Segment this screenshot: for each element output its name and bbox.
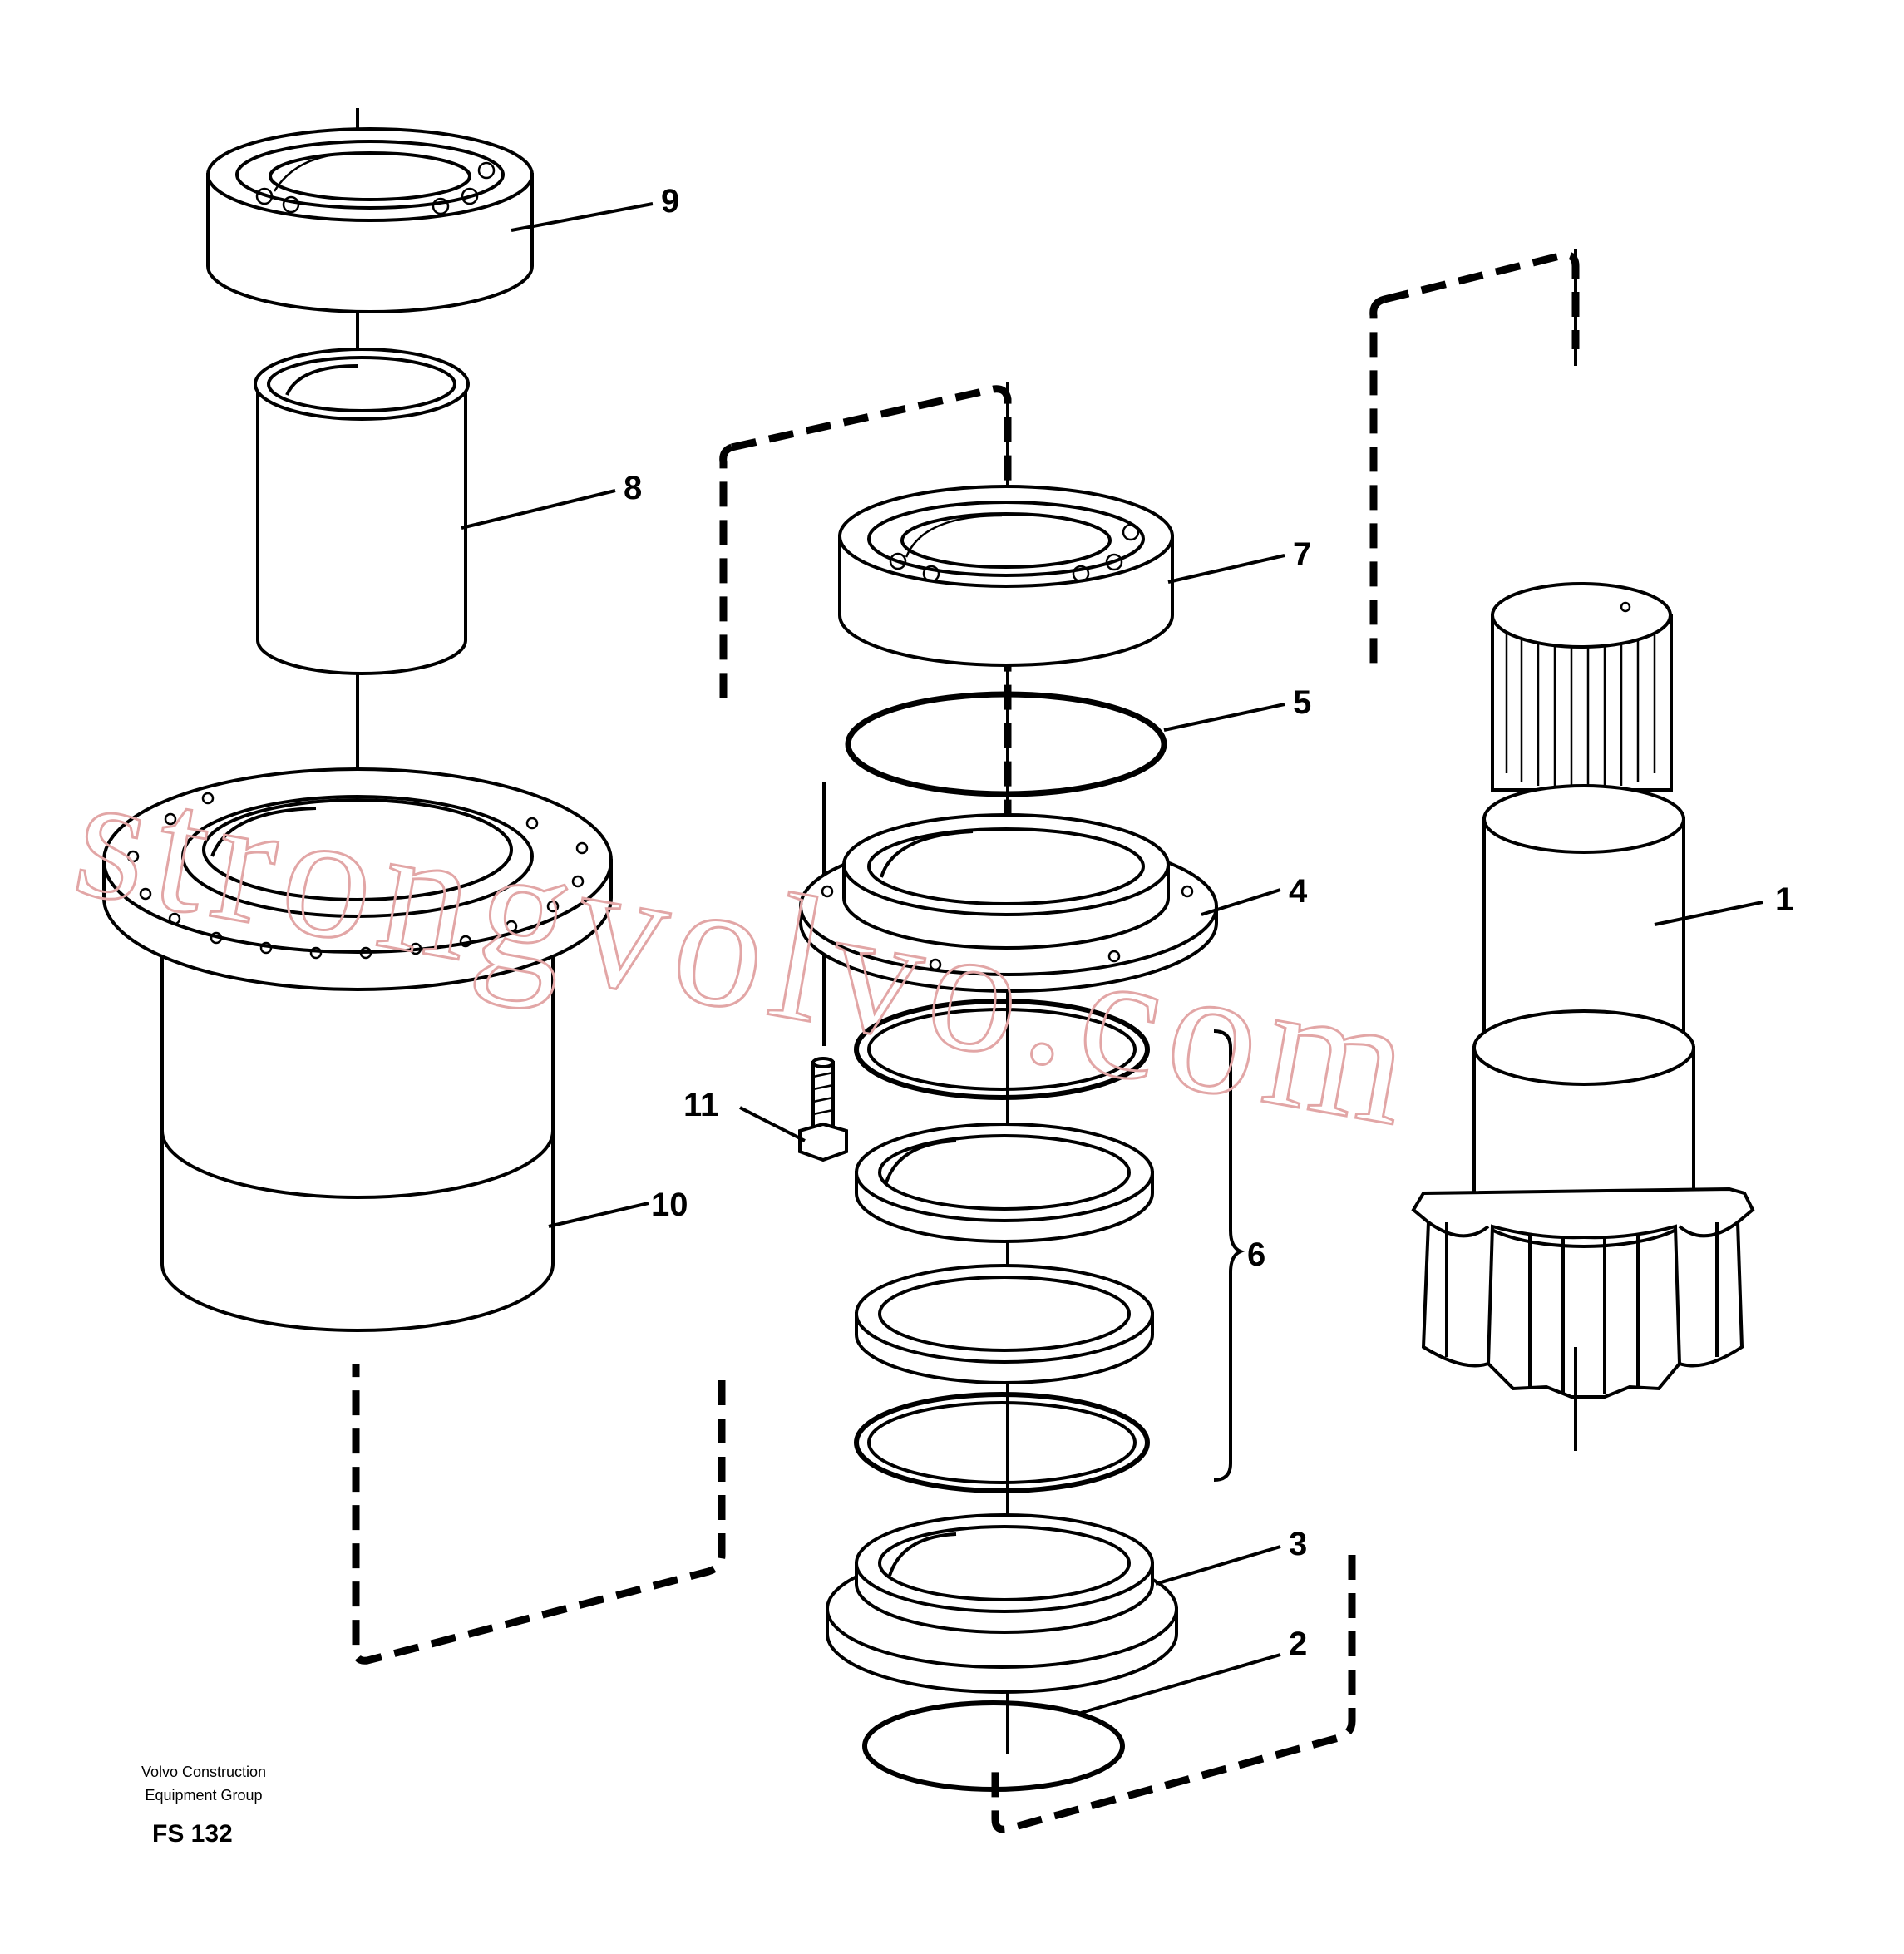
part-5-ring: [845, 691, 1167, 797]
callout-numbers: 1 2 3 4 5 6 7 8 9 10 11: [624, 183, 1793, 1662]
callout-4: 4: [1289, 873, 1308, 910]
footer: Volvo Construction Equipment Group FS 13…: [141, 1764, 266, 1848]
callout-11: 11: [683, 1087, 718, 1123]
callout-7: 7: [1293, 536, 1311, 573]
footer-company-line2: Equipment Group: [145, 1787, 262, 1804]
callout-9: 9: [661, 183, 679, 220]
callout-8: 8: [624, 470, 642, 506]
part-2-o-ring: [862, 1700, 1125, 1792]
part-11-bolt: [798, 1057, 848, 1162]
callout-1: 1: [1775, 881, 1793, 918]
callout-10: 10: [651, 1187, 688, 1223]
part-3-seal-ring: [826, 1513, 1178, 1694]
part-9-bearing: [206, 127, 534, 313]
shaft-splines: [1505, 632, 1656, 790]
part-1-pinion-shaft: [1411, 582, 1755, 1399]
callout-6: 6: [1247, 1236, 1265, 1273]
part-8-sleeve: [254, 348, 470, 675]
part-4-flanged-ring: [799, 813, 1218, 993]
callout-2: 2: [1289, 1626, 1307, 1662]
footer-company-line1: Volvo Construction: [141, 1764, 266, 1780]
figure-code: FS 132: [152, 1820, 233, 1848]
part-6-seal-set: [854, 999, 1245, 1493]
part-7-bearing: [838, 485, 1174, 667]
callout-5: 5: [1293, 684, 1311, 721]
callout-3: 3: [1289, 1526, 1307, 1562]
flange-bolt-holes: [126, 792, 589, 960]
leader-lines: [461, 202, 1763, 1715]
part-10-housing: [102, 767, 613, 1332]
